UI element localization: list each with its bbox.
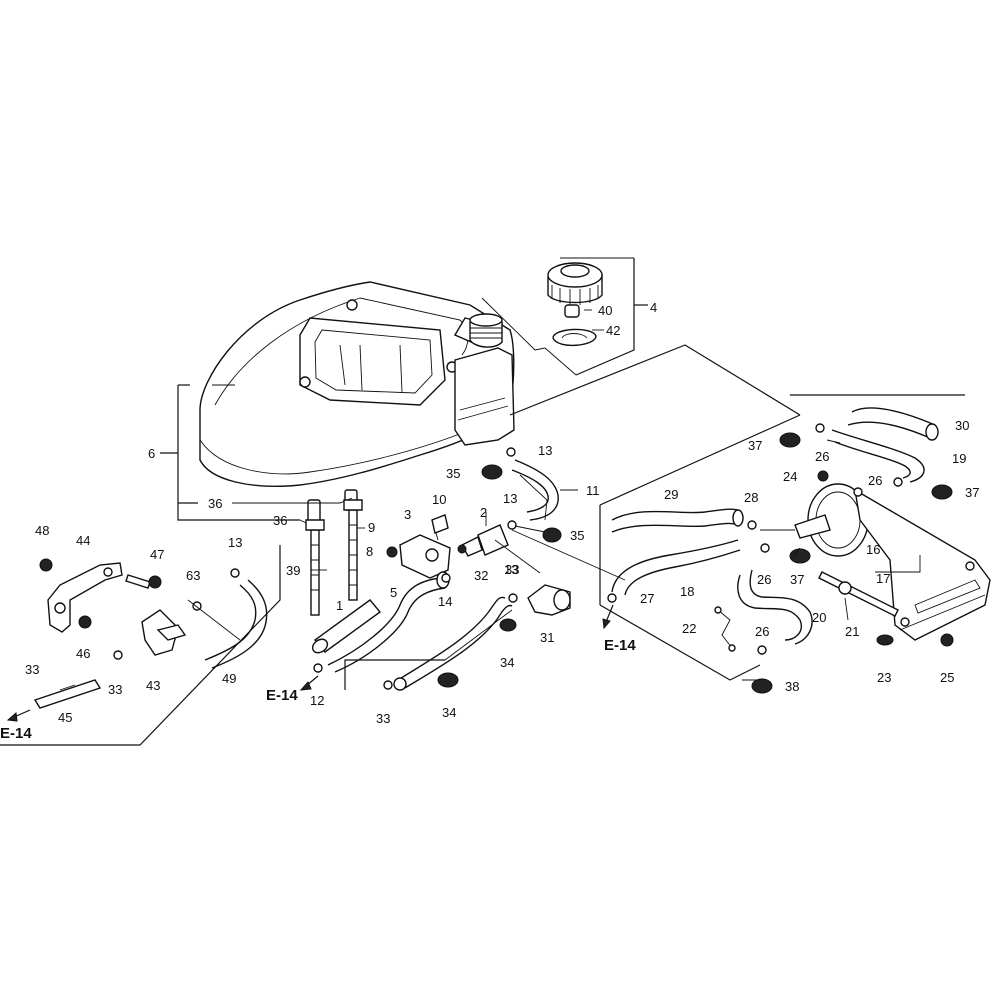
studs	[305, 499, 363, 616]
callout-37c: 37	[790, 572, 804, 587]
callout-40: 42	[606, 323, 620, 338]
callout-49: 63	[186, 568, 200, 583]
callout-24: 24	[783, 469, 797, 484]
callout-37b: 37	[965, 485, 979, 500]
callout-37d: 38	[785, 679, 799, 694]
clamp-37a	[779, 432, 801, 448]
callout-23: 23	[877, 670, 891, 685]
callout-19: 19	[952, 451, 966, 466]
callout-25: 25	[940, 670, 954, 685]
callout-33d: 33	[505, 562, 519, 577]
hose-29	[611, 508, 739, 521]
callout-36a: 36	[273, 513, 287, 528]
strainer	[457, 524, 509, 557]
callout-6: 6	[148, 446, 155, 461]
callout-33a: 33	[25, 662, 39, 677]
clamp-37d	[751, 678, 773, 694]
lever-42	[141, 609, 187, 656]
hose-32	[397, 596, 506, 681]
callout-13d: 13	[504, 562, 518, 577]
hose-19	[831, 429, 925, 483]
clamp-34a	[499, 618, 517, 632]
callout-26c: 26	[757, 572, 771, 587]
callout-44: 45	[58, 710, 72, 725]
fuel-valve	[386, 514, 451, 579]
bracket-43	[47, 562, 123, 633]
section-ref-e14-left[interactable]: E-14	[0, 725, 32, 742]
section-references: E-14 E-14 E-14	[0, 637, 636, 742]
callout-labels: 1 2 3 4 5 6 8 9 10 11 12 13 13 13 13 14 …	[25, 300, 979, 726]
clamp-34b	[437, 672, 459, 688]
callout-35b: 35	[570, 528, 584, 543]
callout-3: 3	[404, 507, 411, 522]
hose-18	[611, 539, 739, 593]
elbow-fitting	[527, 584, 571, 616]
callout-31: 31	[540, 630, 554, 645]
callout-46: 47	[150, 547, 164, 562]
callout-8: 8	[366, 544, 373, 559]
callout-42: 43	[146, 678, 160, 693]
callout-27: 27	[640, 591, 654, 606]
callout-32: 32	[474, 568, 488, 583]
callout-37a: 37	[748, 438, 762, 453]
clamp-37c	[789, 548, 811, 564]
callout-26a: 26	[815, 449, 829, 464]
filter-bracket	[854, 488, 991, 641]
hose-5	[327, 577, 441, 666]
hose-1	[311, 599, 382, 654]
callout-38: 39	[286, 563, 300, 578]
callout-14: 14	[438, 594, 452, 609]
callout-4: 4	[650, 300, 657, 315]
hose-30	[851, 407, 936, 426]
callout-26b: 26	[868, 473, 882, 488]
callout-18: 18	[680, 584, 694, 599]
callout-9: 9	[368, 520, 375, 535]
fuel-cap	[547, 262, 603, 346]
callout-33b: 33	[108, 682, 122, 697]
callout-5: 5	[390, 585, 397, 600]
callout-43: 44	[76, 533, 90, 548]
callout-17: 17	[876, 571, 890, 586]
callout-22: 22	[682, 621, 696, 636]
callout-29: 29	[664, 487, 678, 502]
section-ref-e14-right[interactable]: E-14	[604, 637, 636, 654]
callout-28: 28	[744, 490, 758, 505]
callout-20: 20	[812, 610, 826, 625]
callout-35a: 35	[446, 466, 460, 481]
callout-10: 10	[432, 492, 446, 507]
callout-13c: 13	[228, 535, 242, 550]
callout-33c: 33	[376, 711, 390, 726]
clamp-37b	[931, 484, 953, 500]
clamp-35b	[542, 527, 562, 543]
hose-11	[514, 459, 559, 521]
callout-47: 48	[35, 523, 49, 538]
callout-12: 12	[310, 693, 324, 708]
callout-48: 49	[222, 671, 236, 686]
callout-13a: 13	[538, 443, 552, 458]
callout-39: 40	[598, 303, 612, 318]
section-ref-e14-center[interactable]: E-14	[266, 687, 298, 704]
callout-45: 46	[76, 646, 90, 661]
callout-1: 1	[336, 598, 343, 613]
fuel-tank	[199, 281, 515, 523]
callout-34a: 34	[500, 655, 514, 670]
callout-13b: 13	[503, 491, 517, 506]
callout-34b: 34	[442, 705, 456, 720]
callout-2: 2	[480, 505, 487, 520]
callout-16: 16	[866, 542, 880, 557]
hose-48	[204, 584, 257, 661]
clamp-35a	[481, 464, 503, 480]
callout-21: 21	[845, 624, 859, 639]
callout-11: 11	[586, 483, 600, 498]
hose-20	[737, 574, 802, 641]
callout-26d: 26	[755, 624, 769, 639]
callout-36b: 36	[208, 496, 222, 511]
callout-30: 30	[955, 418, 969, 433]
